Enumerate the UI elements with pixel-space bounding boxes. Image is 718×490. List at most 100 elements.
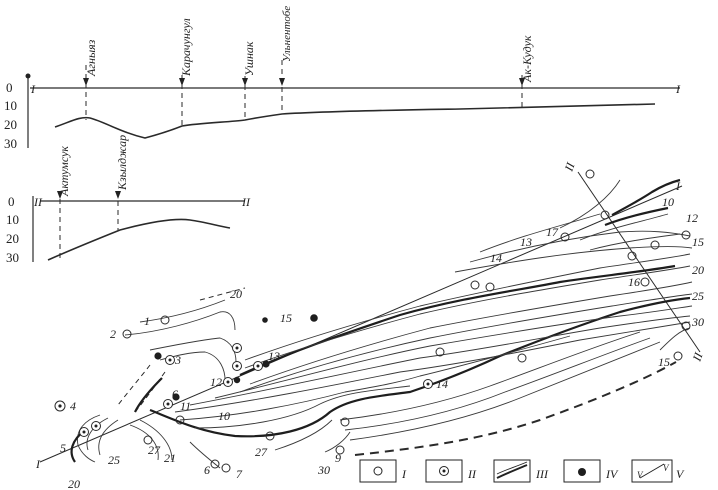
contour-label-20c: 20: [68, 477, 80, 490]
isoline: [239, 293, 693, 393]
isoline: [139, 419, 173, 461]
legend-label-2: II: [467, 467, 477, 481]
station-label-ulnentobe: Ульнентобе: [281, 6, 293, 62]
isobath-map: I I II II: [35, 160, 706, 490]
sample-point: [517, 353, 527, 363]
sample-point: [470, 280, 480, 290]
contour-label-10b: 10: [662, 195, 674, 209]
station-label-aktumsuk: Актумсук: [57, 146, 71, 197]
station-arrow-ulnentobe: [279, 78, 285, 86]
contour-label-14b: 14: [436, 377, 448, 391]
sample-point: [585, 169, 595, 179]
contour-label-7: 7: [236, 467, 243, 481]
isoline: [589, 233, 681, 251]
contour-label-20b: 20: [692, 263, 704, 277]
isoline: [214, 305, 693, 399]
sample-point: [335, 445, 345, 455]
contour-label-4: 4: [70, 399, 76, 413]
isoline: [324, 431, 351, 453]
section-line-icon-mark-right: V: [663, 463, 670, 473]
isoline: [244, 265, 691, 369]
sample-point: [485, 282, 495, 292]
profile-1-tick-20: 20: [4, 117, 17, 132]
station-arrow-kzyldzhar: [115, 191, 121, 199]
isoline: [149, 337, 237, 363]
profile-1-roman-right: I: [675, 82, 681, 96]
isoline: [189, 441, 221, 469]
profile-2-tick-10: 10: [6, 212, 19, 227]
legend-item-2: II: [425, 459, 477, 483]
shoreline-west: [134, 377, 163, 413]
legend-item-1: I: [359, 459, 407, 483]
section-line-icon: [639, 463, 665, 479]
sample-point: [221, 463, 231, 473]
sample-point: [175, 415, 185, 425]
section-line-icon-mark-left: V: [637, 470, 644, 480]
section-line-1: [39, 185, 683, 463]
contour-label-6: 6: [172, 387, 178, 401]
isoline: [189, 315, 691, 406]
contour-label-9: 9: [335, 451, 341, 465]
sample-point: [210, 459, 220, 469]
isoline: [86, 417, 109, 451]
sample-point: [650, 240, 660, 250]
contour-label-13b: 13: [520, 235, 532, 249]
contour-label-11: 11: [180, 399, 191, 413]
isoline: [244, 253, 691, 361]
contour-label-14: 14: [490, 251, 502, 265]
station-label-kzyldzhar: Кзылджар: [115, 135, 129, 191]
shoreline-northeast: [611, 178, 681, 216]
legend-item-4: IV: [563, 459, 619, 483]
sample-point: [160, 315, 170, 325]
profile-2-roman-left: II: [33, 195, 43, 209]
contour-label-20: 20: [230, 287, 242, 301]
station-arrow-ak-kuduk: [519, 78, 525, 86]
shoreline-northeast-inner: [604, 206, 669, 227]
section-label-2-top: II: [561, 160, 578, 174]
isoline: [454, 246, 693, 273]
contour-label-27: 27: [148, 443, 161, 457]
isoline: [98, 419, 119, 456]
isoline: [179, 335, 571, 421]
legend-label-1: I: [401, 467, 407, 481]
legend-label-4: IV: [605, 467, 619, 481]
contour-label-5: 5: [60, 441, 66, 455]
station-arrow-agnyaz: [83, 78, 89, 86]
sample-point: [640, 277, 650, 287]
isoline: [249, 281, 693, 385]
isoline: [349, 341, 661, 441]
filled-drop-icon: [578, 468, 586, 476]
sample-point: [560, 232, 570, 242]
isoline: [344, 337, 651, 431]
isoline-icon: [496, 464, 528, 479]
contour-label-2: 2: [110, 327, 116, 341]
sample-point: [627, 251, 637, 261]
isoline-dashed: [117, 364, 151, 406]
station-label-karachungul: Карачунгул: [179, 18, 193, 77]
contour-label-3: 3: [174, 353, 181, 367]
isoline: [339, 331, 641, 421]
sample-point: [122, 329, 132, 339]
isoline: [77, 414, 101, 463]
profile-1-tick-10: 10: [4, 98, 17, 113]
contour-label-21: 21: [164, 451, 176, 465]
profile-1-tick-30: 30: [4, 136, 17, 151]
legend-item-5: V V V: [631, 459, 685, 483]
contour-label-30b: 30: [317, 463, 330, 477]
contour-label-27b: 27: [255, 445, 268, 459]
contour-label-15c: 15: [658, 355, 670, 369]
sample-point: [340, 417, 350, 427]
isoline: [559, 179, 621, 229]
station-arrow-ushnak: [242, 78, 248, 86]
sample-point: [673, 351, 683, 361]
isoline: [469, 230, 691, 263]
station-arrow-aktumsuk: [57, 191, 63, 199]
profile-2-roman-right: II: [241, 195, 251, 209]
dotted-point-cores: [58, 346, 430, 434]
isoline: [579, 213, 669, 241]
sample-point: [681, 321, 691, 331]
contour-label-16: 16: [628, 275, 640, 289]
profile-2-bottom-curve: [47, 218, 231, 261]
contour-label-17: 17: [546, 225, 559, 239]
section-label-2-bottom: II: [689, 350, 706, 364]
